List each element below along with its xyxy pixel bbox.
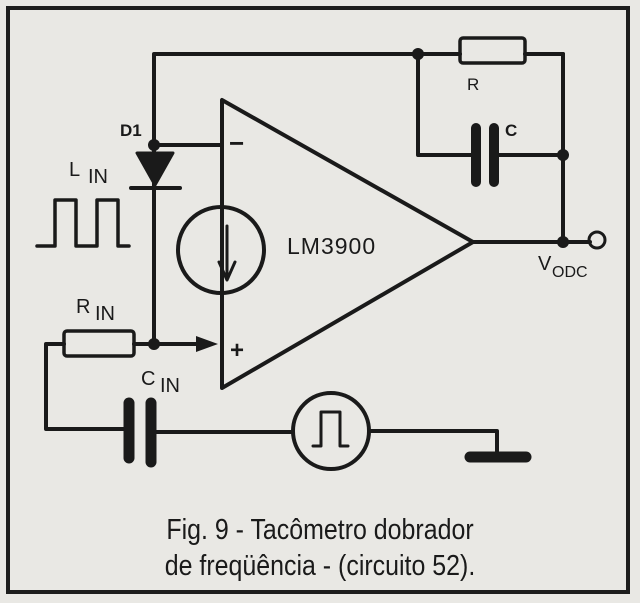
opamp-triangle xyxy=(220,98,475,390)
current-source-arrowhead xyxy=(217,260,237,282)
label-minus-input: − xyxy=(229,128,244,158)
figure-caption: Fig. 9 - Tacômetro dobrador de freqüênci… xyxy=(45,512,595,584)
label-lin-subscript: IN xyxy=(88,166,108,188)
label-vout: V xyxy=(538,253,552,275)
wire-rin-left xyxy=(44,342,126,431)
input-square-wave xyxy=(35,198,131,248)
caption-line-1: Fig. 9 - Tacômetro dobrador xyxy=(166,514,474,546)
wire-source-to-ground xyxy=(367,429,499,457)
caption-line-2: de freqüência - (circuito 52). xyxy=(164,550,476,582)
label-r-feedback: R xyxy=(467,75,479,94)
plus-input-arrow xyxy=(196,336,218,352)
junction-dot xyxy=(557,149,569,161)
pulse-source-circle xyxy=(291,391,371,471)
input-resistor-rin xyxy=(62,329,136,358)
feedback-wire-top xyxy=(152,52,420,147)
diagram-border xyxy=(6,6,630,594)
junction-dot xyxy=(557,236,569,248)
diode-d1-body xyxy=(135,151,175,187)
label-rin-subscript: IN xyxy=(95,303,115,325)
junction-dot xyxy=(148,139,160,151)
wire-c-left xyxy=(416,52,474,157)
label-plus-input: + xyxy=(230,337,244,364)
label-lin: L xyxy=(69,159,80,181)
junction-dot xyxy=(412,48,424,60)
label-c-feedback: C xyxy=(505,121,517,140)
label-cin-subscript: IN xyxy=(160,375,180,397)
output-terminal xyxy=(587,230,607,250)
junction-dot xyxy=(148,338,160,350)
feedback-resistor xyxy=(458,36,527,65)
current-source-circle xyxy=(176,205,266,295)
pulse-source-waveform xyxy=(311,410,350,448)
label-d1: D1 xyxy=(120,121,142,140)
label-vout-subscript: ODC xyxy=(552,264,588,281)
label-opamp: LM3900 xyxy=(287,233,376,259)
label-cin: C xyxy=(141,368,155,390)
label-rin: R xyxy=(76,296,90,318)
